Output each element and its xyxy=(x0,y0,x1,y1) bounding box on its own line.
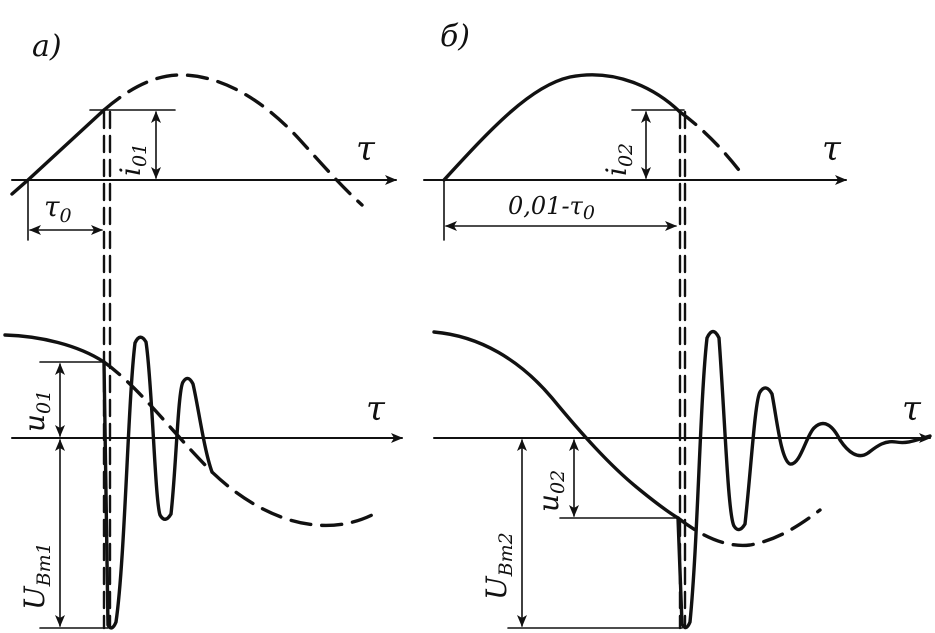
panel-a-voltage-solid xyxy=(3,333,106,364)
svg-text:u01: u01 xyxy=(18,390,55,432)
panel-b-label: б) xyxy=(440,19,470,54)
panel-b-i02-label: i02 xyxy=(600,143,637,176)
panel-b-current-solid xyxy=(442,73,682,182)
panel-a-voltage-dashed xyxy=(102,360,374,528)
svg-text:u02: u02 xyxy=(532,470,569,512)
panel-a-label: a) xyxy=(32,29,62,64)
panel-a-bottom-axis-label: τ xyxy=(366,389,386,429)
panel-a-u01-label: u01 xyxy=(18,390,55,432)
panel-a-tau0-label: τ0 xyxy=(44,190,72,227)
panel-b-interval-label: 0,01-τ0 xyxy=(508,192,595,224)
panel-a: a) τ i01 τ0 τ xyxy=(3,29,403,630)
panel-b: б) τ i02 0,01-τ0 τ xyxy=(423,19,932,630)
panel-a-i01-label: i01 xyxy=(114,143,151,176)
panel-b-ubm2-label: UВт2 xyxy=(480,532,517,600)
svg-text:i01: i01 xyxy=(114,143,151,176)
panel-a-ubm1-label: UВт1 xyxy=(18,542,55,610)
panel-a-voltage-transient xyxy=(102,335,214,630)
svg-text:i02: i02 xyxy=(600,143,637,176)
panel-a-current-solid xyxy=(26,108,106,182)
panel-b-current-dashed xyxy=(678,110,747,180)
panel-b-bottom-axis-label: τ xyxy=(902,389,922,429)
panel-b-voltage-solid xyxy=(432,330,680,520)
svg-text:UВт2: UВт2 xyxy=(480,532,517,600)
panel-b-top-axis-label: τ xyxy=(822,129,842,169)
panel-b-voltage-dashed xyxy=(676,508,822,548)
panel-a-current-dashed xyxy=(10,73,364,207)
svg-text:UВт1: UВт1 xyxy=(18,542,55,610)
panel-b-voltage-transient xyxy=(676,329,932,630)
panel-b-u02-label: u02 xyxy=(532,470,569,512)
panel-a-top-axis-label: τ xyxy=(356,129,376,169)
